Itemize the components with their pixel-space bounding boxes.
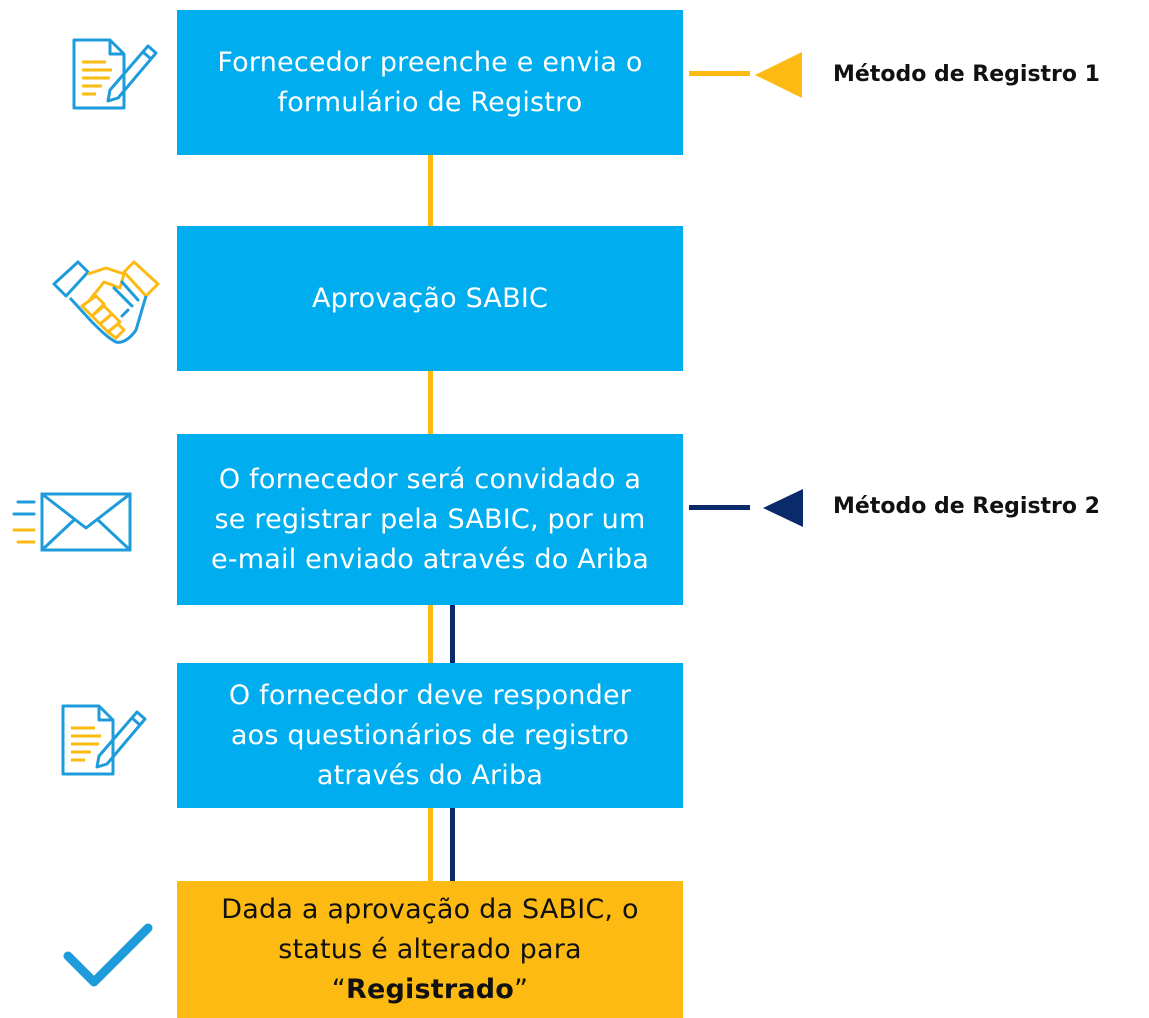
step-box-2: Aprovação SABIC [177,226,683,371]
connector-navy-1 [450,605,455,663]
step-4-line-1: O fornecedor deve responder [228,679,632,711]
connector-yellow-4 [428,808,433,881]
step-box-1: Fornecedor preenche e envia o formulário… [177,10,683,155]
step-box-5-final: Dada a aprovação da SABIC, o status é al… [177,881,683,1018]
step-4-line-3: através do Ariba [316,759,544,791]
step-4-line-2: aos questionários de registro [230,719,630,751]
document-edit-icon [72,38,158,110]
connector-navy-2 [450,808,455,881]
checkmark-icon [63,923,153,987]
step-3-line-1: O fornecedor será convidado a [218,463,642,495]
method-2-connector [689,505,750,510]
step-5-line-1: Dada a aprovação da SABIC, o [221,893,639,925]
method-1-label: Método de Registro 1 [833,62,1100,87]
step-3-line-3: e-mail enviado através do Ariba [211,543,649,575]
registered-status: Registrado [345,973,515,1005]
method-1-arrow-icon [755,52,802,98]
method-1-connector [689,71,750,76]
step-5-line-2: status é alterado para [278,933,582,965]
step-3-line-2: se registrar pela SABIC, por um [214,503,646,535]
connector-yellow-1 [428,155,433,226]
step-box-4: O fornecedor deve responder aos question… [177,663,683,808]
method-2-label: Método de Registro 2 [833,494,1100,519]
method-2-arrow-icon [763,489,803,527]
step-box-3: O fornecedor será convidado a se registr… [177,434,683,605]
document-edit-icon [61,704,147,776]
connector-yellow-2 [428,371,433,434]
handshake-icon [52,260,160,344]
quote-open: “ [331,973,346,1005]
connector-yellow-3 [428,605,433,663]
step-1-line-2: formulário de Registro [277,86,583,118]
quote-close: ” [514,973,529,1005]
step-2-line-1: Aprovação SABIC [311,282,549,314]
step-1-line-1: Fornecedor preenche e envia o [217,46,643,78]
step-5-line-3: “Registrado” [221,970,638,1010]
email-icon [12,492,132,552]
